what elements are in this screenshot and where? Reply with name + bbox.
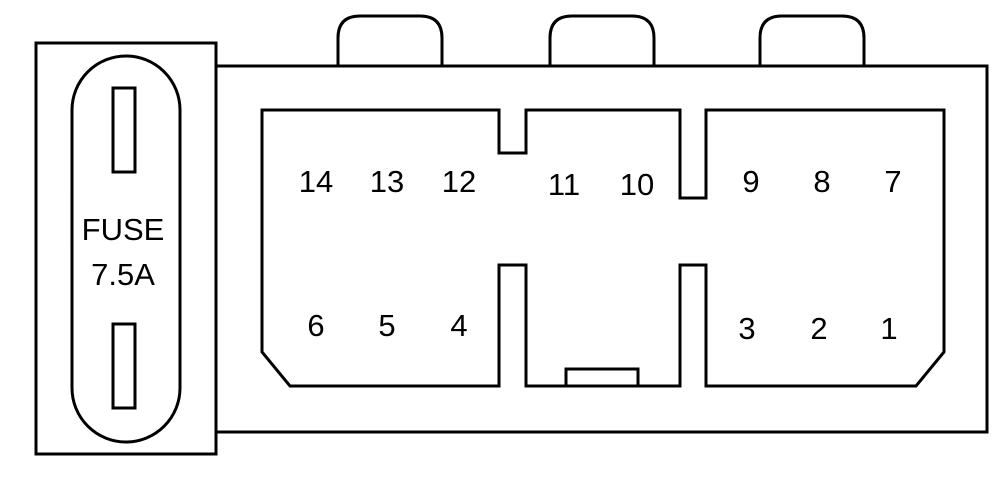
top-tab-left <box>336 14 444 68</box>
top-tab-middle <box>548 14 656 68</box>
pin-label-9: 9 <box>742 164 759 199</box>
fuse-rating: 7.5A <box>91 257 155 292</box>
fuse-body <box>70 54 182 444</box>
pin-label-12: 12 <box>442 164 476 199</box>
pin-label-3: 3 <box>738 311 755 346</box>
pin-label-1: 1 <box>880 311 897 346</box>
pin-label-6: 6 <box>307 308 324 343</box>
cavity-left <box>260 108 946 388</box>
pin-label-4: 4 <box>450 308 467 343</box>
pin-label-8: 8 <box>813 164 830 199</box>
pin-label-2: 2 <box>810 311 827 346</box>
pin-label-7: 7 <box>884 164 901 199</box>
pin-label-11: 11 <box>548 167 580 202</box>
fuse-blade-bottom <box>111 322 137 410</box>
pin-label-10: 10 <box>620 167 654 202</box>
pin-label-5: 5 <box>378 308 395 343</box>
fuse-blade-top <box>111 86 137 174</box>
bottom-key <box>564 367 640 388</box>
pin-label-13: 13 <box>370 164 404 199</box>
pin-label-14: 14 <box>299 164 333 199</box>
fuse-label: FUSE <box>82 212 165 247</box>
top-tab-right <box>758 14 866 68</box>
